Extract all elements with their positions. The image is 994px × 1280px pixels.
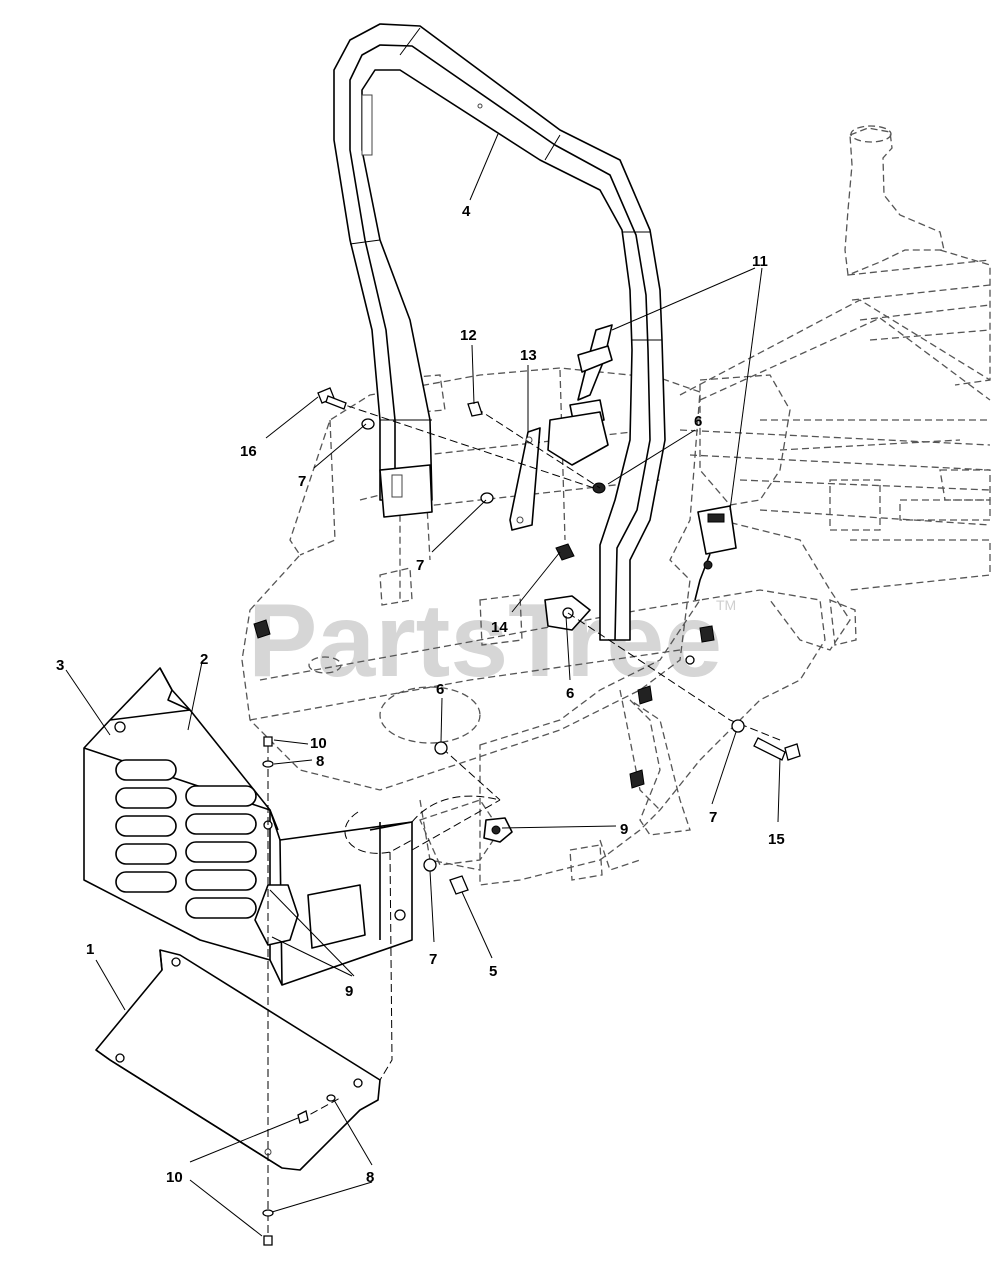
callout-6-c: 6: [436, 681, 444, 698]
callout-8-a: 8: [316, 753, 324, 770]
watermark-brand: PartsTree: [248, 583, 722, 699]
callout-2: 2: [200, 651, 208, 668]
roll-bar: [333, 23, 666, 641]
callout-9-b: 9: [345, 983, 353, 1000]
callout-16: 16: [240, 443, 257, 460]
callout-7-b: 7: [416, 557, 424, 574]
callout-7-d: 7: [429, 951, 437, 968]
group-outline: [344, 795, 501, 1081]
callout-12: 12: [460, 327, 477, 344]
callout-7-c: 7: [709, 809, 717, 826]
callout-1: 1: [86, 941, 94, 958]
leader-lines: [65, 133, 781, 1237]
hardware: [253, 387, 801, 1246]
callout-4: 4: [462, 203, 471, 220]
cover-slots: [115, 759, 257, 919]
callout-13: 13: [520, 347, 537, 364]
callout-labels: 4 11 12 13 16 7 6 7 14 6 3 2 10 8 6 9 7 …: [56, 203, 785, 1186]
callout-3: 3: [56, 657, 64, 674]
callout-7-a: 7: [298, 473, 306, 490]
callout-14: 14: [491, 619, 508, 636]
callout-15: 15: [768, 831, 785, 848]
watermark-trademark: TM: [716, 597, 736, 613]
callout-6-a: 6: [694, 413, 702, 430]
callout-10-b: 10: [166, 1169, 183, 1186]
callout-10-a: 10: [310, 735, 327, 752]
callout-11: 11: [752, 253, 768, 270]
bottom-plate: [95, 949, 381, 1171]
callout-9-a: 9: [620, 821, 628, 838]
callout-5: 5: [489, 963, 497, 980]
front-cover: [83, 667, 413, 986]
callout-6-b: 6: [566, 685, 574, 702]
seat-belt: [509, 324, 737, 601]
callout-8-b: 8: [366, 1169, 374, 1186]
